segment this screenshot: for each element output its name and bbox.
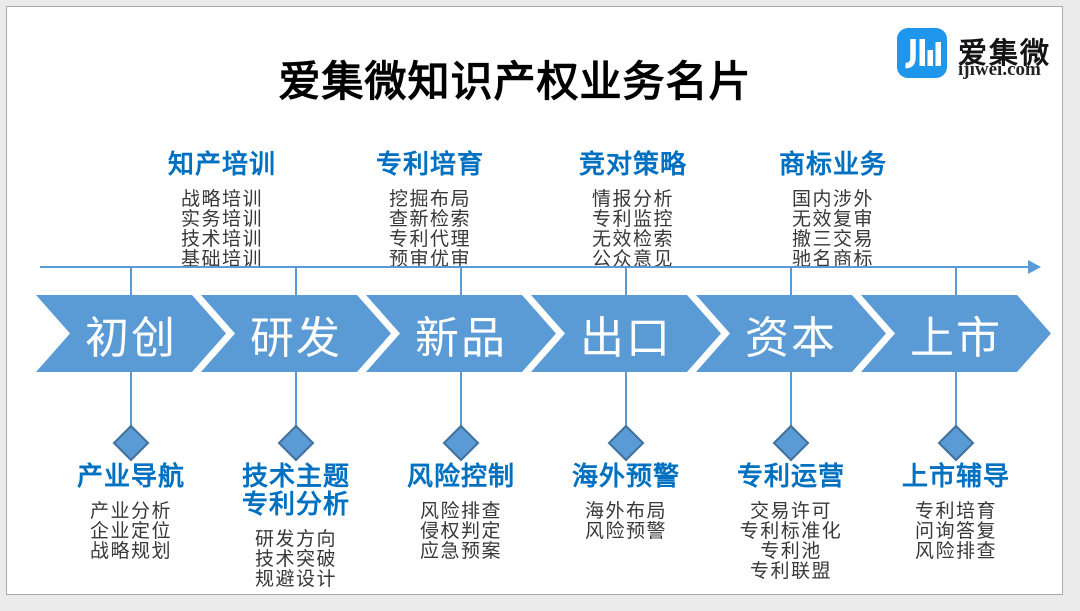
service-item: 专利培育 <box>914 501 997 522</box>
top-service-title: 专利培育 <box>375 149 484 179</box>
service-item: 专利标准化 <box>739 521 843 542</box>
service-item: 企业定位 <box>89 521 172 542</box>
bottom-service-column: 海外预警 海外布局 风险预警 <box>526 462 726 542</box>
stage-label: 初创 <box>85 313 177 363</box>
top-service-title: 知产培训 <box>167 149 276 179</box>
connector-line <box>625 372 627 429</box>
bottom-service-title: 专利运营 <box>736 461 845 491</box>
service-item: 预审优审 <box>388 249 471 270</box>
stage-label: 出口 <box>580 313 672 363</box>
bar-chart-logo-glyph <box>905 39 941 69</box>
service-item: 公众意见 <box>591 249 674 270</box>
service-item: 风险排查 <box>914 541 997 562</box>
timeline-arrowhead-icon <box>1028 260 1041 274</box>
service-item: 问询答复 <box>914 521 997 542</box>
connector-line <box>955 372 957 429</box>
service-item: 国内涉外 <box>791 189 874 210</box>
top-service-column: 商标业务 国内涉外 无效复审 撤三交易 驰名商标 <box>738 144 928 270</box>
service-item: 海外布局 <box>584 501 667 522</box>
connector-line <box>460 372 462 429</box>
service-item: 研发方向 <box>254 529 337 550</box>
service-item: 规避设计 <box>254 569 337 590</box>
service-item: 交易许可 <box>749 501 832 522</box>
service-item: 战略规划 <box>89 541 172 562</box>
logo-domain-text: ijiwei.com <box>958 59 1041 80</box>
stage-chevron: 上市 <box>861 295 1051 372</box>
stage-label: 研发 <box>250 313 342 363</box>
service-item: 基础培训 <box>180 249 263 270</box>
connector-line <box>295 372 297 429</box>
connector-line <box>295 268 297 296</box>
page-title: 爱集微知识产权业务名片 <box>278 58 752 105</box>
connector-line <box>790 268 792 296</box>
top-service-title: 商标业务 <box>778 149 887 179</box>
service-item: 应急预案 <box>419 541 502 562</box>
service-item: 侵权判定 <box>419 521 502 542</box>
timeline-axis <box>40 266 1032 268</box>
connector-line <box>130 268 132 296</box>
bottom-service-title: 风险控制 <box>406 461 515 491</box>
top-service-column: 竞对策略 情报分析 专利监控 无效检索 公众意见 <box>538 144 728 270</box>
service-item: 技术突破 <box>254 549 337 570</box>
service-item: 驰名商标 <box>791 249 874 270</box>
top-service-column: 知产培训 战略培训 实务培训 技术培训 基础培训 <box>127 144 317 270</box>
bottom-service-column: 风险控制 风险排查 侵权判定 应急预案 <box>361 462 561 562</box>
service-item: 挖掘布局 <box>388 189 471 210</box>
service-item: 专利代理 <box>388 229 471 250</box>
service-item: 专利池 <box>760 541 822 562</box>
connector-line <box>790 372 792 429</box>
bottom-service-column: 上市辅导 专利培育 问询答复 风险排查 <box>856 462 1056 562</box>
service-item: 风险预警 <box>584 521 667 542</box>
bottom-service-column: 技术主题 专利分析 研发方向 技术突破 规避设计 <box>196 462 396 590</box>
connector-line <box>625 268 627 296</box>
stage-label: 新品 <box>415 313 507 363</box>
top-service-title: 竞对策略 <box>578 149 687 179</box>
service-item: 撤三交易 <box>791 229 874 250</box>
service-item: 实务培训 <box>180 209 263 230</box>
bottom-service-column: 产业导航 产业分析 企业定位 战略规划 <box>31 462 231 562</box>
service-item: 专利联盟 <box>749 561 832 582</box>
service-item: 专利监控 <box>591 209 674 230</box>
service-item: 战略培训 <box>180 189 263 210</box>
bottom-service-title: 海外预警 <box>571 461 680 491</box>
service-item: 情报分析 <box>591 189 674 210</box>
top-service-column: 专利培育 挖掘布局 查新检索 专利代理 预审优审 <box>335 144 525 270</box>
service-item: 技术培训 <box>180 229 263 250</box>
connector-line <box>460 268 462 296</box>
service-item: 产业分析 <box>89 501 172 522</box>
service-item: 风险排查 <box>419 501 502 522</box>
service-item: 无效复审 <box>791 209 874 230</box>
service-item: 查新检索 <box>388 209 471 230</box>
stage-label: 资本 <box>745 313 837 363</box>
bottom-service-column: 专利运营 交易许可 专利标准化 专利池 专利联盟 <box>691 462 891 582</box>
jiwei-logo-icon <box>897 28 947 78</box>
bottom-service-title: 上市辅导 <box>901 461 1010 491</box>
stage-label: 上市 <box>910 313 1002 363</box>
logo-brand-text: 爱集微 <box>958 38 1052 70</box>
bottom-service-title: 技术主题 <box>241 461 350 491</box>
bottom-service-title: 产业导航 <box>76 461 185 491</box>
service-item: 无效检索 <box>591 229 674 250</box>
connector-line <box>955 268 957 296</box>
bottom-service-title-line2: 专利分析 <box>241 489 350 519</box>
connector-line <box>130 372 132 429</box>
